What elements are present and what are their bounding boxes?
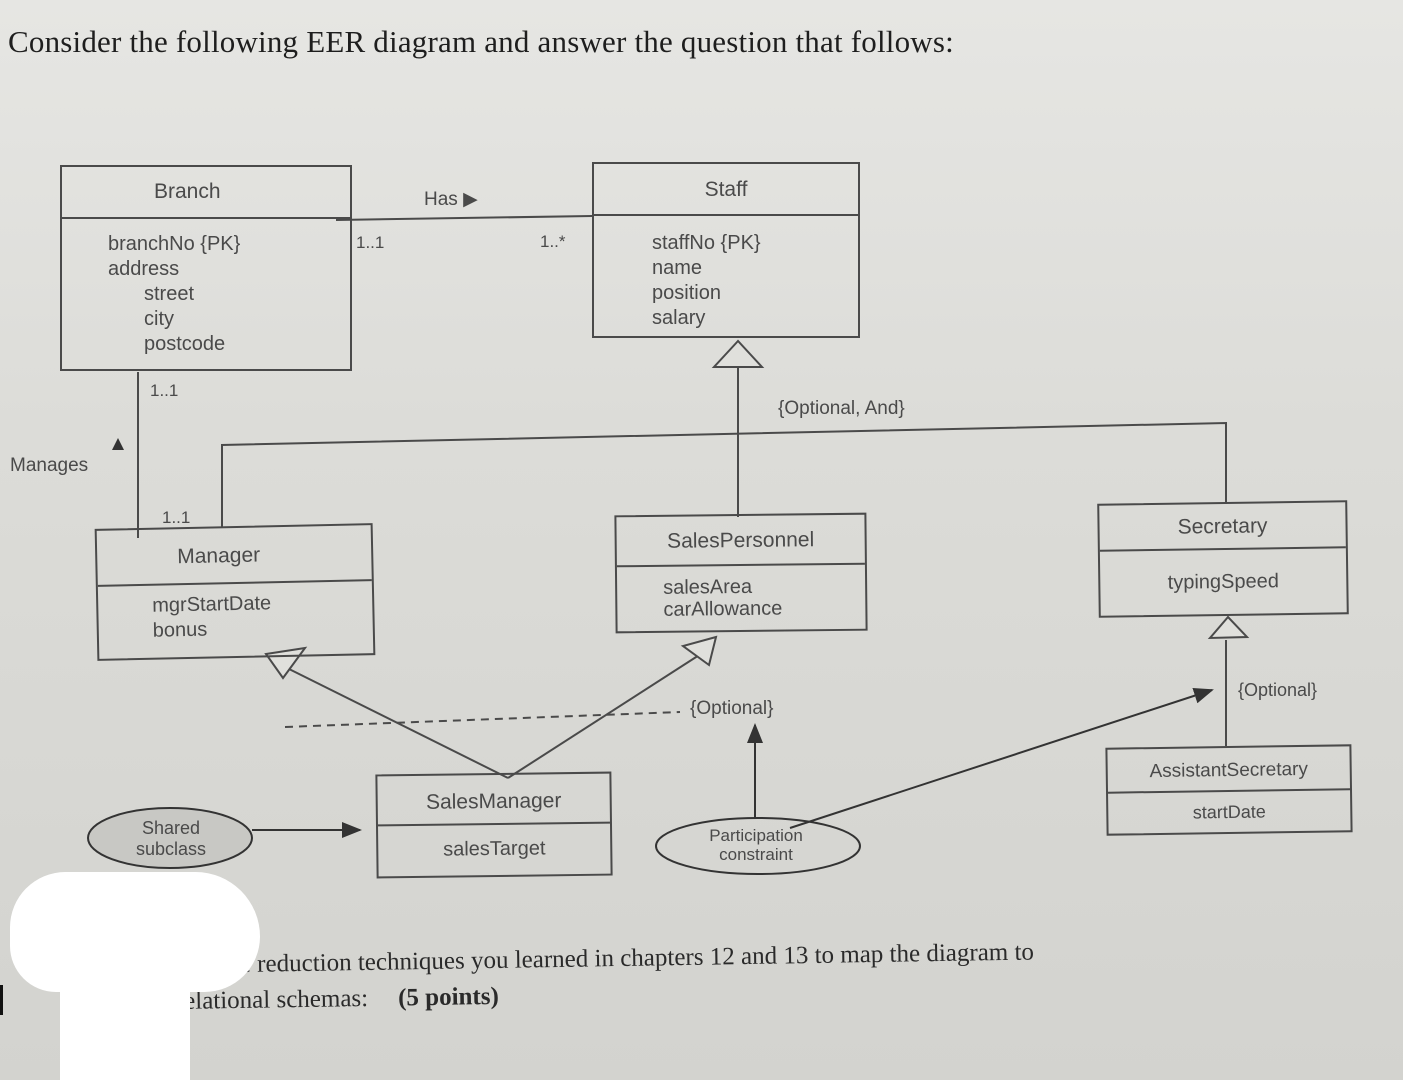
- manages-branch-multiplicity: 1..1: [150, 381, 179, 400]
- manager-generalization-triangle: [264, 646, 308, 680]
- attribute-city: city: [144, 308, 174, 330]
- entity-secretary-attributes: typingSpeed: [1100, 548, 1347, 596]
- edge-mark: [0, 985, 3, 1015]
- entity-salesmanager-attributes: salesTarget: [378, 824, 610, 864]
- attribute-salesarea: salesArea: [663, 575, 753, 599]
- attribute-startdate: startDate: [1192, 801, 1266, 823]
- question-heading: Consider the following EER diagram and a…: [8, 24, 954, 59]
- redaction-blob-tail: [60, 940, 190, 1080]
- entity-branch-name: Branch: [62, 167, 350, 219]
- entity-salespersonnel-name: SalesPersonnel: [616, 514, 865, 568]
- entity-branch: Branch branchNo {PK} address street city…: [60, 165, 352, 371]
- secretary-generalization-triangle: [1207, 615, 1250, 640]
- entity-assistantsecretary: AssistantSecretary startDate: [1105, 744, 1353, 836]
- entity-salesmanager-name: SalesManager: [377, 773, 610, 827]
- staff-generalization-triangle: [711, 339, 765, 368]
- assistantsecretary-optional-constraint: {Optional}: [1238, 680, 1318, 700]
- has-branch-multiplicity: 1..1: [356, 233, 385, 252]
- attribute-salestarget: salesTarget: [443, 837, 546, 861]
- staff-specialization-constraint: {Optional, And}: [778, 398, 905, 419]
- attribute-name: name: [652, 257, 703, 279]
- entity-staff: Staff staffNo {PK} name position salary: [592, 162, 860, 338]
- entity-branch-attributes: branchNo {PK} address street city postco…: [62, 219, 350, 357]
- attribute-branchno: branchNo {PK}: [108, 233, 241, 255]
- has-line: [335, 215, 593, 221]
- entity-salesmanager: SalesManager salesTarget: [375, 771, 613, 879]
- attribute-postcode: postcode: [144, 333, 226, 355]
- points-label: (5 points): [397, 982, 500, 1012]
- participation-constraint-oval: [655, 817, 861, 875]
- attribute-carallowance: carAllowance: [663, 597, 783, 621]
- manages-direction-icon: [112, 438, 124, 450]
- entity-manager-name: Manager: [96, 525, 372, 587]
- entity-salespersonnel-attributes: salesArea carAllowance: [617, 565, 866, 622]
- attribute-bonus: bonus: [152, 618, 208, 642]
- entity-secretary: Secretary typingSpeed: [1097, 500, 1349, 618]
- entity-staff-name: Staff: [594, 164, 858, 216]
- participation-constraint-note: Participation constraint: [709, 826, 803, 864]
- manages-label: Manages: [10, 455, 89, 476]
- attribute-address: address: [108, 258, 180, 280]
- salesmanager-optional-constraint: {Optional}: [690, 698, 774, 719]
- has-label: Has ▶: [424, 189, 478, 210]
- optional-dashed-line: [284, 711, 681, 728]
- entity-staff-attributes: staffNo {PK} name position salary: [594, 216, 858, 331]
- salesmanager-to-manager-line: [282, 665, 509, 779]
- attribute-position: position: [652, 282, 721, 304]
- shared-subclass-note: Shared subclass: [135, 818, 207, 859]
- has-staff-multiplicity: 1..*: [540, 232, 566, 251]
- attribute-salary: salary: [652, 307, 706, 329]
- entity-manager-attributes: mgrStartDate bonus: [98, 581, 373, 645]
- attribute-staffno: staffNo {PK}: [652, 232, 761, 254]
- shared-subclass-oval: [87, 807, 253, 869]
- participation-right-arrow: [789, 687, 1214, 829]
- salespersonnel-generalization-triangle: [680, 635, 718, 667]
- attribute-typingspeed: typingSpeed: [1167, 570, 1280, 594]
- attribute-street: street: [144, 283, 195, 305]
- entity-manager: Manager mgrStartDate bonus: [94, 523, 376, 661]
- entity-secretary-name: Secretary: [1099, 502, 1346, 552]
- specialization-bracket: [221, 421, 1227, 528]
- entity-assistantsecretary-attributes: startDate: [1108, 790, 1350, 826]
- manages-manager-multiplicity: 1..1: [162, 508, 191, 527]
- entity-salespersonnel: SalesPersonnel salesArea carAllowance: [614, 512, 868, 634]
- entity-assistantsecretary-name: AssistantSecretary: [1107, 746, 1351, 794]
